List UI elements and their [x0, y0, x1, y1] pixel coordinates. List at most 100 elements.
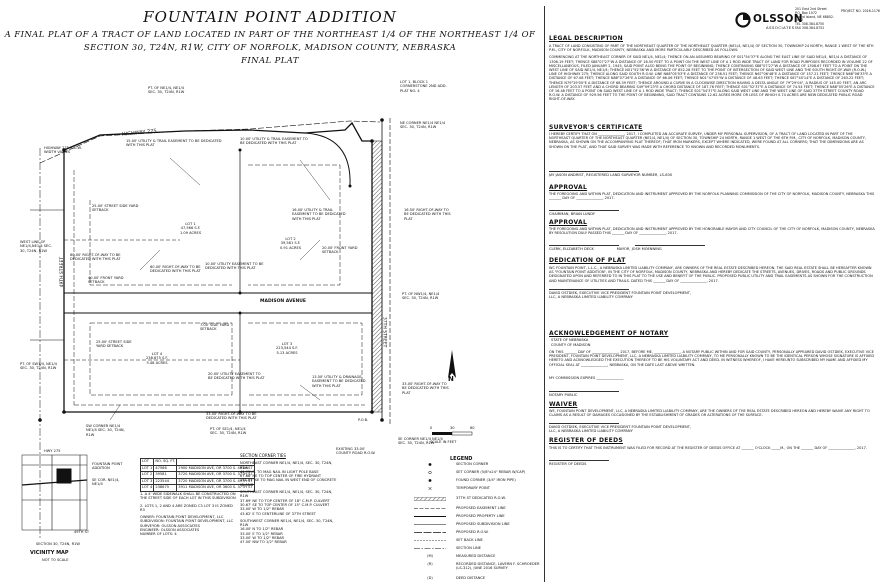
plat-note: 13.50' UTILITY & DRAINAGE EASEMENT TO BE… — [312, 375, 366, 388]
legend-item: (M) MEASURED DISTANCE — [427, 554, 495, 558]
legend-label: SECTION LINE — [456, 546, 481, 550]
recorded-symbol: (R) — [427, 562, 433, 566]
plat-drawing — [21, 118, 473, 540]
plat-note: 16.50' RIGHT-OF-WAY TO BE DEDICATED WITH… — [404, 208, 451, 221]
plat-note: 15.00' UTILITY & TRAIL EASEMENT TO BE DE… — [126, 139, 222, 148]
signature-line — [549, 210, 619, 211]
ties-line: 41.95' S. TO MAG NAIL IN LIGHT POLE BASE — [240, 469, 319, 474]
vicinity-label: FOUNTAIN POINT ADDITION — [92, 462, 123, 471]
street-label: MADISON AVENUE — [260, 299, 306, 304]
legend-label: FOUND CORNER (3/4" IRON PIPE) — [456, 478, 516, 482]
waiver-text: WE, FOUNTAIN POINT DEVELOPMENT, LLC, A N… — [549, 409, 870, 418]
plat-note: HIGHWAY 275 R.O.W. WIDTH VARIES — [44, 146, 82, 155]
dedication-text: WC FOUNTAIN POINT, L.L.C., A NEBRASKA LI… — [549, 266, 873, 283]
table-header-row: LOT NO. SQ. FT. — [139, 458, 255, 466]
legend-label: PROPOSED R.O.W. — [456, 530, 489, 534]
found-corner-icon — [428, 479, 432, 482]
subdivision-line-icon — [414, 524, 446, 525]
vicinity-label: 49TH ST — [74, 530, 90, 534]
table-row: LOT 1 47566 2900 MADISON AVE, OR 3700 S.… — [139, 464, 255, 473]
table-cell: LOT 1 — [139, 464, 155, 473]
company-address: 201 East 2nd Street P.O. Box 1072 Grand … — [795, 7, 841, 31]
deed-symbol: (D) — [427, 576, 433, 580]
measured-symbol: (M) — [427, 554, 433, 558]
signature-line — [635, 245, 705, 246]
ties-line: 67.68' NE TO TOP CENTER OF FIRE HYDRANT — [240, 474, 322, 479]
legend-item: PROPOSED SUBDIVISION LINE — [414, 522, 510, 526]
scale-tick: 30 — [450, 426, 455, 430]
lot-name: LOT 3 — [281, 342, 293, 346]
table-cell: LOT 3 — [139, 477, 155, 486]
table-header-cell: NO. SQ. FT. — [153, 458, 178, 466]
company-address-line: 201 East 2nd Street — [795, 7, 827, 11]
ties-line: 33.00' E TO 1/2" REBAR — [240, 531, 283, 536]
plat-note: LOT 1, BLOCK 1 CORNERSTONE 2ND ADD. PLAT… — [400, 80, 447, 93]
legend-item: PROPOSED R.O.W. — [414, 530, 489, 534]
note-item: 1. A 4' WIDE SIDEWALK SHALL BE CONSTRUCT… — [140, 492, 236, 501]
vicinity-site-marker — [56, 468, 72, 484]
surveyor-signature-label: JAY JASON ANDRIST, REGISTERED LAND SURVE… — [549, 173, 673, 177]
approval-text: THE FOREGOING AND WITHIN PLAT, DEDICATIO… — [549, 227, 875, 236]
plat-note: 33.00' RIGHT-OF-WAY TO BE DEDICATED WITH… — [402, 382, 449, 395]
signature-line — [549, 245, 619, 246]
legend-label: PROPOSED PROPERTY LINE — [456, 514, 505, 518]
notary-signature-label: NOTARY PUBLIC — [549, 393, 578, 397]
plat-note: EXISTING 33.00' COUNTY ROAD R.O.W. — [336, 447, 376, 456]
table-cell: 238675 — [153, 484, 178, 492]
section-line-icon — [414, 548, 446, 549]
waiver-signature-label: DAVID OSTDIEK, EXECUTIVE VICE PRESIDENT … — [549, 425, 692, 434]
section-corner-ties: SECTION CORNER TIES NORTHEAST CORNER NE1… — [240, 453, 340, 545]
legend-item: TEMPORARY POINT — [428, 486, 490, 490]
company-address-line: FAX 308.384.8752 — [795, 25, 825, 30]
plat-note: 33.00' RIGHT-OF-WAY TO BE DEDICATED WITH… — [206, 412, 257, 421]
ties-line: 37.69' NE TO TOP CENTER OF 18" C.M.P. CU… — [240, 498, 330, 503]
legend-item: PROPOSED PROPERTY LINE — [414, 514, 505, 518]
legend-label: SET BACK LINE — [456, 538, 483, 542]
scale-tick: 60 — [470, 426, 475, 430]
table-cell: 3911 MADISON AVE, OR 3600 S. 37TH ST — [176, 484, 255, 492]
table-cell: 47566 — [153, 464, 178, 473]
plat-title: FOUNTAIN POINT ADDITION — [143, 8, 397, 26]
set-corner-icon — [428, 471, 432, 474]
legend-item: PROPOSED EASEMENT LINE — [414, 506, 506, 510]
ties-line: 43.62' E TO CENTERLINE OF 37TH STREET — [240, 511, 316, 516]
company-tagline: ASSOCIATES — [766, 25, 795, 30]
dedication-signature-label: DAVID OSTDIEK, EXECUTIVE VICE PRESIDENT … — [549, 291, 692, 300]
plat-note: P.O.B. — [358, 418, 369, 422]
plat-note: 10.00' UTILITY & TRAIL EASEMENT TO BE DE… — [240, 137, 308, 146]
note-item: 2. LOTS 1, 2 AND 4 ARE ZONED C3 LOT 3 IS… — [140, 503, 233, 512]
legend-item: 37TH ST DEDICATED R.O.W. — [414, 496, 506, 501]
plat-note: PT. OF NE1/4, NE1/4 SEC. 30, T24N, R1W — [148, 86, 185, 95]
ties-line: 111.01' SE TO MAG NAIL IN WEST END OF CO… — [240, 478, 337, 487]
approval-heading: APPROVAL — [549, 219, 588, 226]
approval-heading: APPROVAL — [549, 184, 588, 191]
table-row: LOT 4 238675 3911 MADISON AVE, OR 3600 S… — [139, 484, 255, 492]
engineer-line: ENGINEER: OLSSON ASSOCIATES — [140, 528, 200, 533]
plat-note: 60.00' RIGHT-OF-WAY TO BE DEDICATED WITH… — [150, 265, 201, 274]
legal-description-text: A TRACT OF LAND CONSISTING OF PART OF TH… — [549, 44, 875, 102]
surveyor-line: SURVEYOR: OLSSON ASSOCIATES — [140, 523, 200, 528]
plat-note: NE CORNER NE1/4 NE1/4 SEC. 30, T24N, R1W — [400, 121, 446, 130]
legal-description-heading: LEGAL DESCRIPTION — [549, 35, 624, 42]
lot-label: LOT 3 223,544 S.F. 5.13 ACRES — [276, 342, 298, 355]
temporary-point-icon — [428, 487, 432, 490]
lot-label: LOT 4 238,675 S.F. 5.48 ACRES — [146, 352, 168, 365]
north-label: N — [448, 375, 454, 383]
project-number: PROJECT NO. 2016-1176 — [841, 9, 880, 13]
plat-note: SW CORNER NE1/4 NE1/4 SEC. 30, T24N, R1W — [86, 424, 125, 437]
lot-name: LOT 1 — [185, 222, 196, 226]
legend-item: SECTION LINE — [414, 546, 481, 550]
table-row: LOT 3 223544 3720 MADISON AVE, OR 3700 S… — [139, 477, 255, 486]
signature-line — [549, 171, 639, 172]
plat-note: 40.00' FRONT YARD SETBACK — [88, 276, 124, 285]
dedication-heading: DEDICATION OF PLAT — [549, 257, 626, 264]
legend-label: SET CORNER (5/8"x24" REBAR W/CAP) — [456, 470, 526, 474]
lot-area-sf: 47,566 S.F. — [180, 226, 201, 231]
olsson-logo-icon — [735, 12, 751, 28]
company-address-line: TEL 308.384.8750 — [795, 22, 825, 27]
lot-area-ac: 1.09 ACRES — [180, 230, 202, 235]
notary-text: ON THIS _______ DAY OF _______________, … — [549, 350, 875, 367]
notary-expires: MY COMMISSION EXPIRES _______________ — [549, 376, 624, 380]
plat-note: SE CORNER NE1/4 NE1/4 SEC. 30, T24N, R1W — [398, 437, 443, 446]
plat-note: 7.00' SIDE YARD SETBACK — [200, 323, 230, 332]
